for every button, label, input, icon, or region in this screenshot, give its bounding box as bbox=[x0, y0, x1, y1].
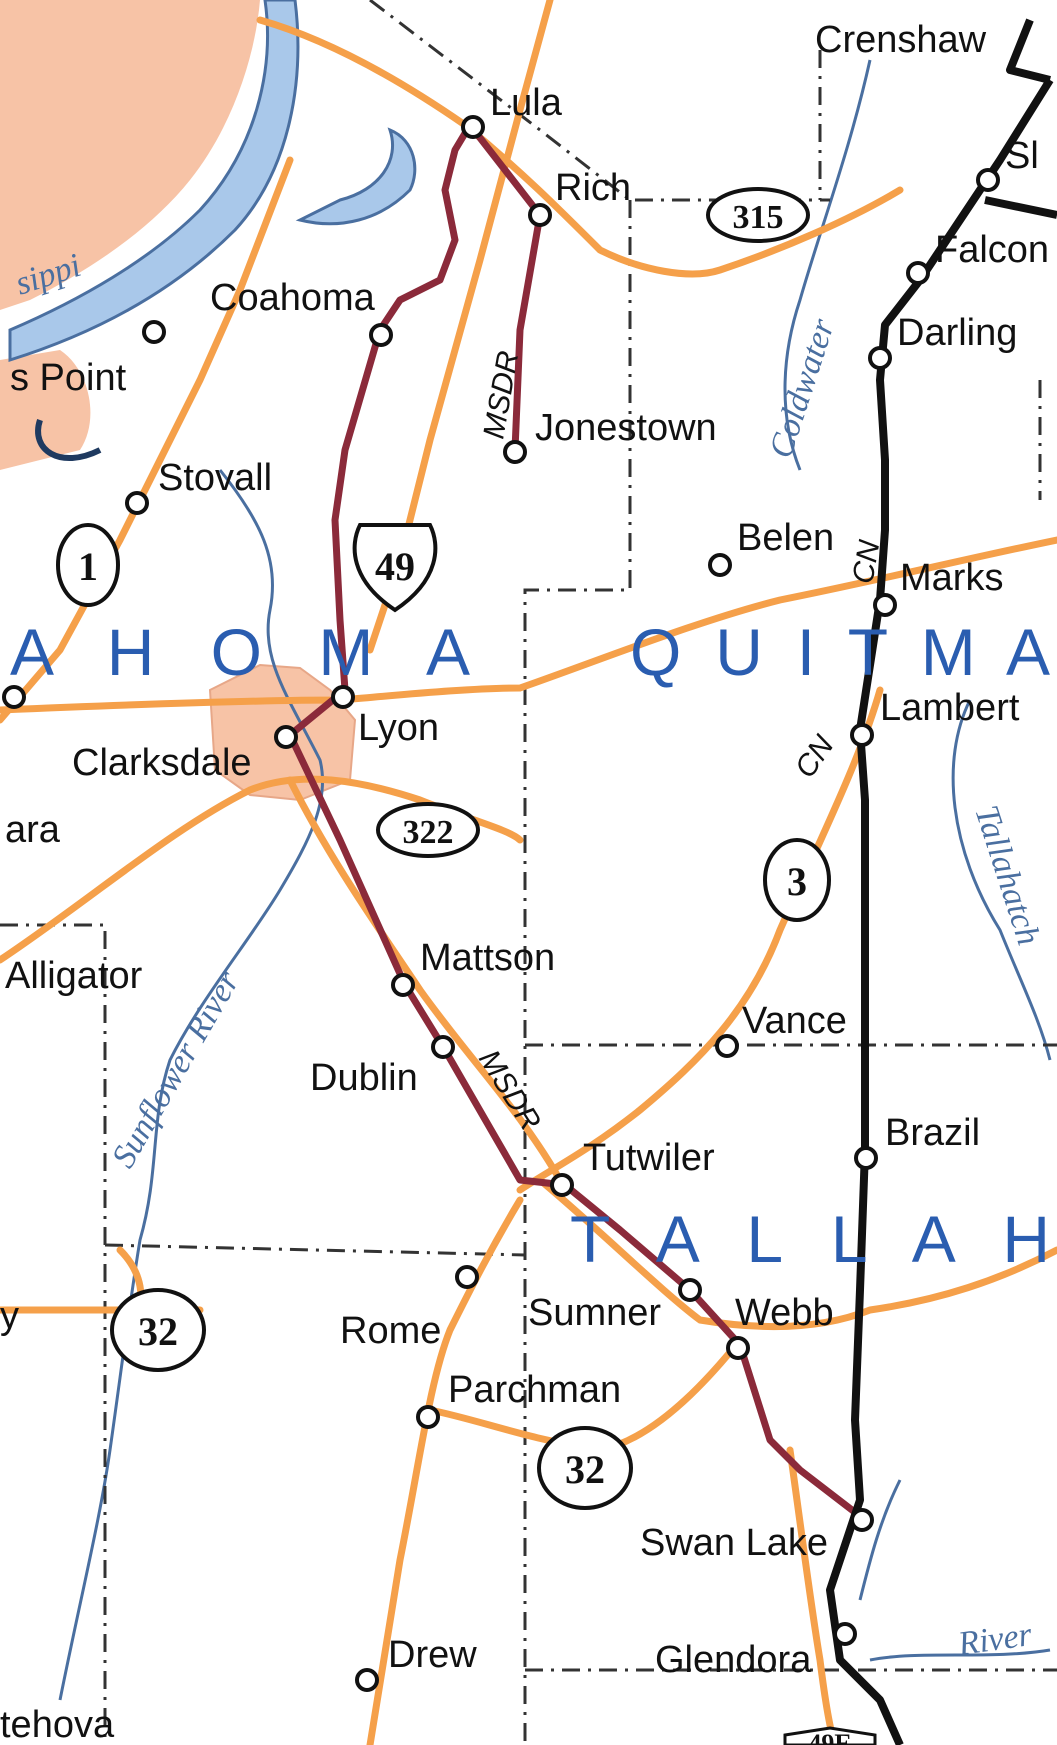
rail-label-cn-north: CN bbox=[846, 537, 886, 586]
svg-text:315: 315 bbox=[733, 199, 784, 236]
river-label-tallahatchie: Tallahatch bbox=[967, 801, 1047, 950]
svg-text:32: 32 bbox=[565, 1447, 605, 1492]
town-label-clarksdale: Clarksdale bbox=[72, 742, 252, 784]
mississippi-river bbox=[8, 0, 417, 462]
county-label-coahoma: A H O M A bbox=[10, 615, 470, 689]
county-label-tallahatchie: T A L L A H bbox=[570, 1202, 1050, 1276]
town-label-parchman: Parchman bbox=[448, 1369, 621, 1411]
shield-ms-322: 322 bbox=[376, 802, 480, 858]
town-label-friars-point: s Point bbox=[10, 357, 127, 399]
shield-ms-315: 315 bbox=[706, 187, 810, 243]
town-label-drew: Drew bbox=[388, 1634, 477, 1676]
town-label-webb: Webb bbox=[735, 1292, 834, 1334]
svg-text:49E: 49E bbox=[808, 1729, 851, 1745]
town-label-glendora: Glendora bbox=[655, 1639, 812, 1681]
shield-ms-32-east: 32 bbox=[537, 1426, 633, 1510]
shield-us-49: 49 bbox=[352, 523, 438, 613]
town-label-mattson: Mattson bbox=[420, 937, 555, 979]
town-label-coahoma: Coahoma bbox=[210, 277, 376, 319]
town-label-swan-lake: Swan Lake bbox=[640, 1522, 828, 1564]
county-label-quitman: Q U I T M A bbox=[630, 615, 1050, 689]
svg-text:3: 3 bbox=[787, 859, 807, 904]
svg-text:49: 49 bbox=[375, 544, 415, 589]
town-label-lula: Lula bbox=[490, 82, 563, 124]
town-label-sara: ara bbox=[5, 809, 61, 851]
town-label-alligator: Alligator bbox=[5, 955, 143, 997]
svg-text:1: 1 bbox=[78, 544, 98, 589]
town-label-falcon: Falcon bbox=[935, 229, 1049, 271]
town-label-jonestown: Jonestown bbox=[535, 407, 717, 449]
town-label-vance: Vance bbox=[742, 1000, 847, 1042]
town-label-crenshaw: Crenshaw bbox=[815, 19, 987, 61]
shield-ms-3: 3 bbox=[763, 838, 831, 922]
town-label-brazil: Brazil bbox=[885, 1112, 980, 1154]
river-label-coldwater: Coldwater bbox=[762, 314, 842, 463]
town-labels: Crenshaw Lula Rich Falcon Sl Darling Coa… bbox=[0, 19, 1049, 1745]
rail-label-cn-south: CN bbox=[789, 729, 841, 784]
town-label-sumner: Sumner bbox=[528, 1292, 661, 1334]
cn-railroad bbox=[826, 18, 1057, 1745]
town-label-y-edge: y bbox=[0, 1295, 19, 1337]
shield-ms-1: 1 bbox=[56, 523, 120, 607]
town-label-marks: Marks bbox=[900, 557, 1003, 599]
river-label-bottom: River bbox=[955, 1616, 1035, 1663]
minor-rivers bbox=[58, 59, 1052, 1701]
town-label-tehova: tehova bbox=[0, 1704, 115, 1745]
west-land-area bbox=[0, 0, 260, 470]
town-label-rich: Rich bbox=[555, 167, 631, 209]
town-label-stovall: Stovall bbox=[158, 457, 272, 499]
town-label-sledge: Sl bbox=[1005, 135, 1039, 177]
town-label-rome: Rome bbox=[340, 1310, 441, 1352]
svg-text:32: 32 bbox=[138, 1309, 178, 1354]
town-label-belen: Belen bbox=[737, 517, 834, 559]
town-label-tutwiler: Tutwiler bbox=[583, 1137, 715, 1179]
town-label-lyon: Lyon bbox=[358, 707, 439, 749]
town-label-lambert: Lambert bbox=[880, 687, 1020, 729]
town-label-darling: Darling bbox=[897, 312, 1017, 354]
svg-text:322: 322 bbox=[403, 814, 454, 851]
shield-bottom-partial: 49E bbox=[783, 1726, 877, 1745]
town-label-dublin: Dublin bbox=[310, 1057, 418, 1099]
shield-ms-32-west: 32 bbox=[110, 1288, 206, 1372]
town-markers bbox=[2, 115, 1000, 1692]
